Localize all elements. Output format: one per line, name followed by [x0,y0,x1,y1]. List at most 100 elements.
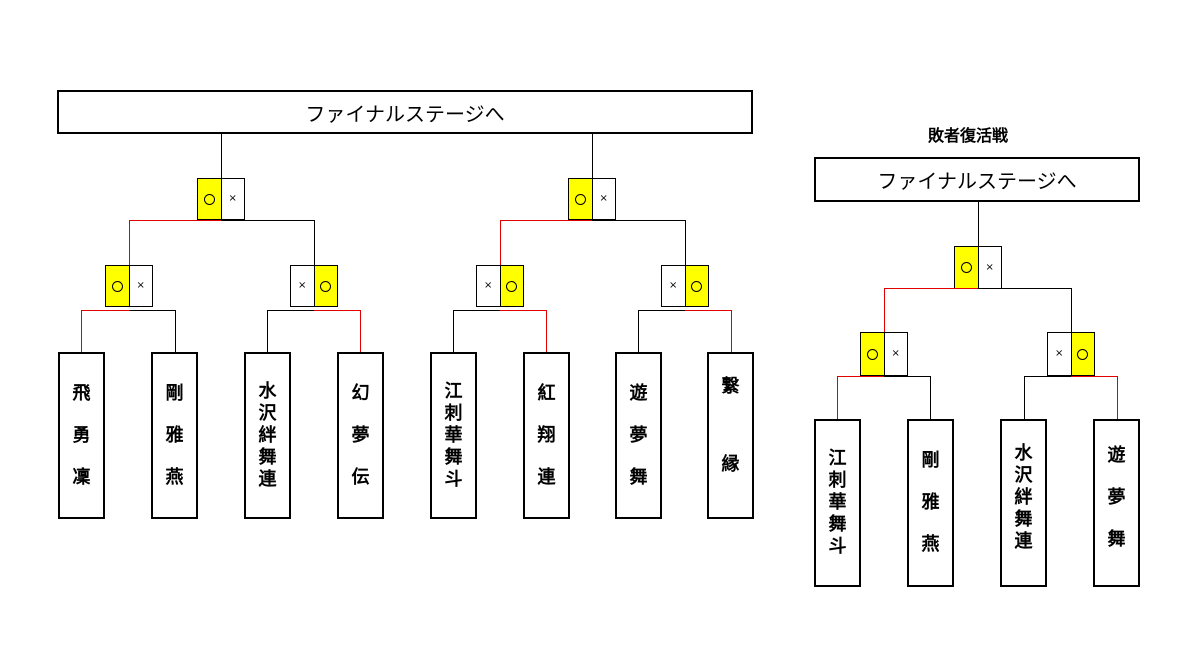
win-path-line [1071,376,1117,377]
loss-cell: × [477,266,501,306]
team-box: 剛 雅 燕 [151,352,198,519]
main-final-label: ファイナルステージへ [305,101,505,126]
circle-mark-icon [111,280,123,292]
repechage-final-score: × [954,246,1002,289]
connector-line [314,220,315,265]
main-quarterfinal-score-1: × [105,265,153,307]
team-box: 遊 夢 舞 [1093,419,1140,587]
team-name-char: 水 [1014,443,1033,464]
win-path-line [81,310,82,352]
team-name-char: 勇 [72,424,91,446]
connector-line [592,134,593,178]
win-path-line [81,310,129,311]
team-box: 剛 雅 燕 [907,419,954,587]
team-name-char: 剛 [165,382,184,404]
main-semifinal-score-2: × [568,178,616,220]
team-box: 紅 翔 連 [523,352,570,519]
connector-line [685,220,686,265]
win-path-line [1117,376,1118,419]
win-path-line [129,220,221,221]
win-path-line [500,310,546,311]
team-box: 江 刺 華 舞 斗 [814,419,861,587]
repechage-final-box: ファイナルステージへ [814,157,1140,202]
circle-mark-icon [320,280,332,292]
connector-line [930,376,931,419]
team-name-char: 連 [537,466,556,488]
team-name-char: 連 [258,468,277,490]
connector-line [1024,376,1071,377]
team-name-char: 燕 [165,466,184,488]
win-cell [569,179,593,219]
main-final-box: ファイナルステージへ [57,90,753,134]
team-name-char: 刺 [828,470,847,491]
team-name-char: 舞 [1014,509,1033,530]
circle-mark-icon [506,280,518,292]
team-name-char: 舞 [1107,529,1126,550]
team-box: 幻 夢 伝 [337,352,384,519]
team-box: 飛 勇 凜 [58,352,105,519]
win-cell [1071,333,1094,375]
team-name-char: 夢 [629,424,648,446]
cross-mark: × [891,348,900,359]
win-path-line [731,310,732,352]
loss-cell: × [1048,333,1072,375]
connector-line [221,134,222,178]
team-name-char: 舞 [629,466,648,488]
team-name-char: 沢 [1014,465,1033,486]
team-name-char: 江 [444,380,463,402]
team-box: 水 沢 絆 舞 連 [244,352,291,519]
cross-mark: × [228,193,237,204]
loss-cell: × [979,247,1002,288]
connector-line [638,310,639,352]
loss-cell: × [885,333,908,375]
team-box: 繋 縁 [707,352,754,519]
main-quarterfinal-score-4: × [661,265,709,307]
team-name-char: 華 [828,492,847,513]
team-box: 遊 夢 舞 [615,352,662,519]
win-path-line [129,220,130,265]
team-name-char: 夢 [351,424,370,446]
cross-mark: × [1055,348,1064,359]
team-name-char: 華 [444,424,463,446]
team-name-char: 夢 [1107,487,1126,508]
connector-line [453,310,500,311]
cross-mark: × [298,280,307,291]
cross-mark: × [669,280,678,291]
win-path-line [837,376,884,377]
team-name-char: 飛 [72,382,91,404]
team-name-char: 雅 [921,492,940,513]
cross-mark: × [484,280,493,291]
team-name-char: 斗 [444,468,463,490]
connector-line [978,202,979,246]
connector-line [1071,288,1072,332]
win-cell [314,266,337,306]
win-path-line [884,288,978,289]
team-name-char: 舞 [828,514,847,535]
cross-mark: × [985,261,994,273]
main-quarterfinal-score-3: × [476,265,524,307]
circle-mark-icon [960,262,972,273]
win-cell [198,179,222,219]
cross-mark: × [136,280,145,291]
win-path-line [837,376,838,419]
team-name-char: 舞 [258,446,277,468]
win-path-line [685,310,731,311]
team-name-char: 沢 [258,402,277,424]
team-name-char: 伝 [351,466,370,488]
connector-line [1024,376,1025,419]
team-name-char: 絆 [1014,487,1033,508]
cross-mark: × [599,193,608,204]
team-name-char: 縁 [721,454,740,475]
team-name-char: 幻 [351,382,370,404]
team-name-char: 斗 [828,536,847,557]
connector-line [267,310,314,311]
connector-line [978,288,1071,289]
connector-line [884,376,930,377]
team-name-char: 雅 [165,424,184,446]
connector-line [592,220,685,221]
win-path-line [500,220,592,221]
win-cell [500,266,523,306]
loss-cell: × [593,179,616,219]
circle-mark-icon [203,193,215,205]
win-cell [685,266,708,306]
